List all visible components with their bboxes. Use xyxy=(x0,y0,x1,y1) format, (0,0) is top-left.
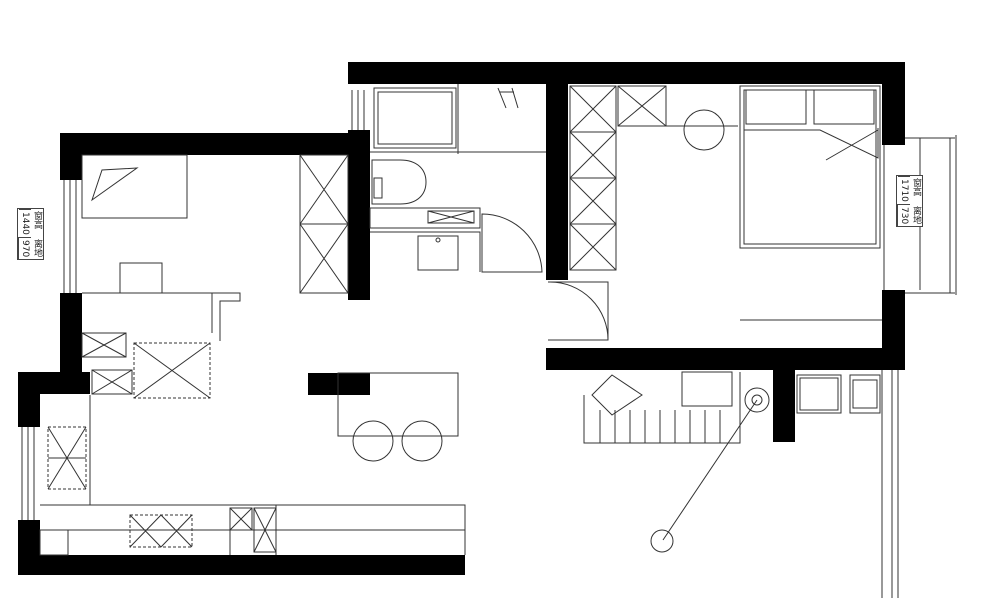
window-height-label: 窗高 xyxy=(32,211,42,229)
window-sill-value: 970 xyxy=(19,236,31,259)
window-sill-label: 离地 xyxy=(32,238,42,257)
window-height-value: 1440 xyxy=(19,209,31,237)
window-height-label: 窗高 xyxy=(911,178,921,196)
fixtures xyxy=(21,84,957,598)
window-sill-label: 离地 xyxy=(911,205,921,224)
walls xyxy=(18,62,905,575)
window-height-value: 1710 xyxy=(898,176,910,204)
window-sill-value: 730 xyxy=(898,203,910,226)
